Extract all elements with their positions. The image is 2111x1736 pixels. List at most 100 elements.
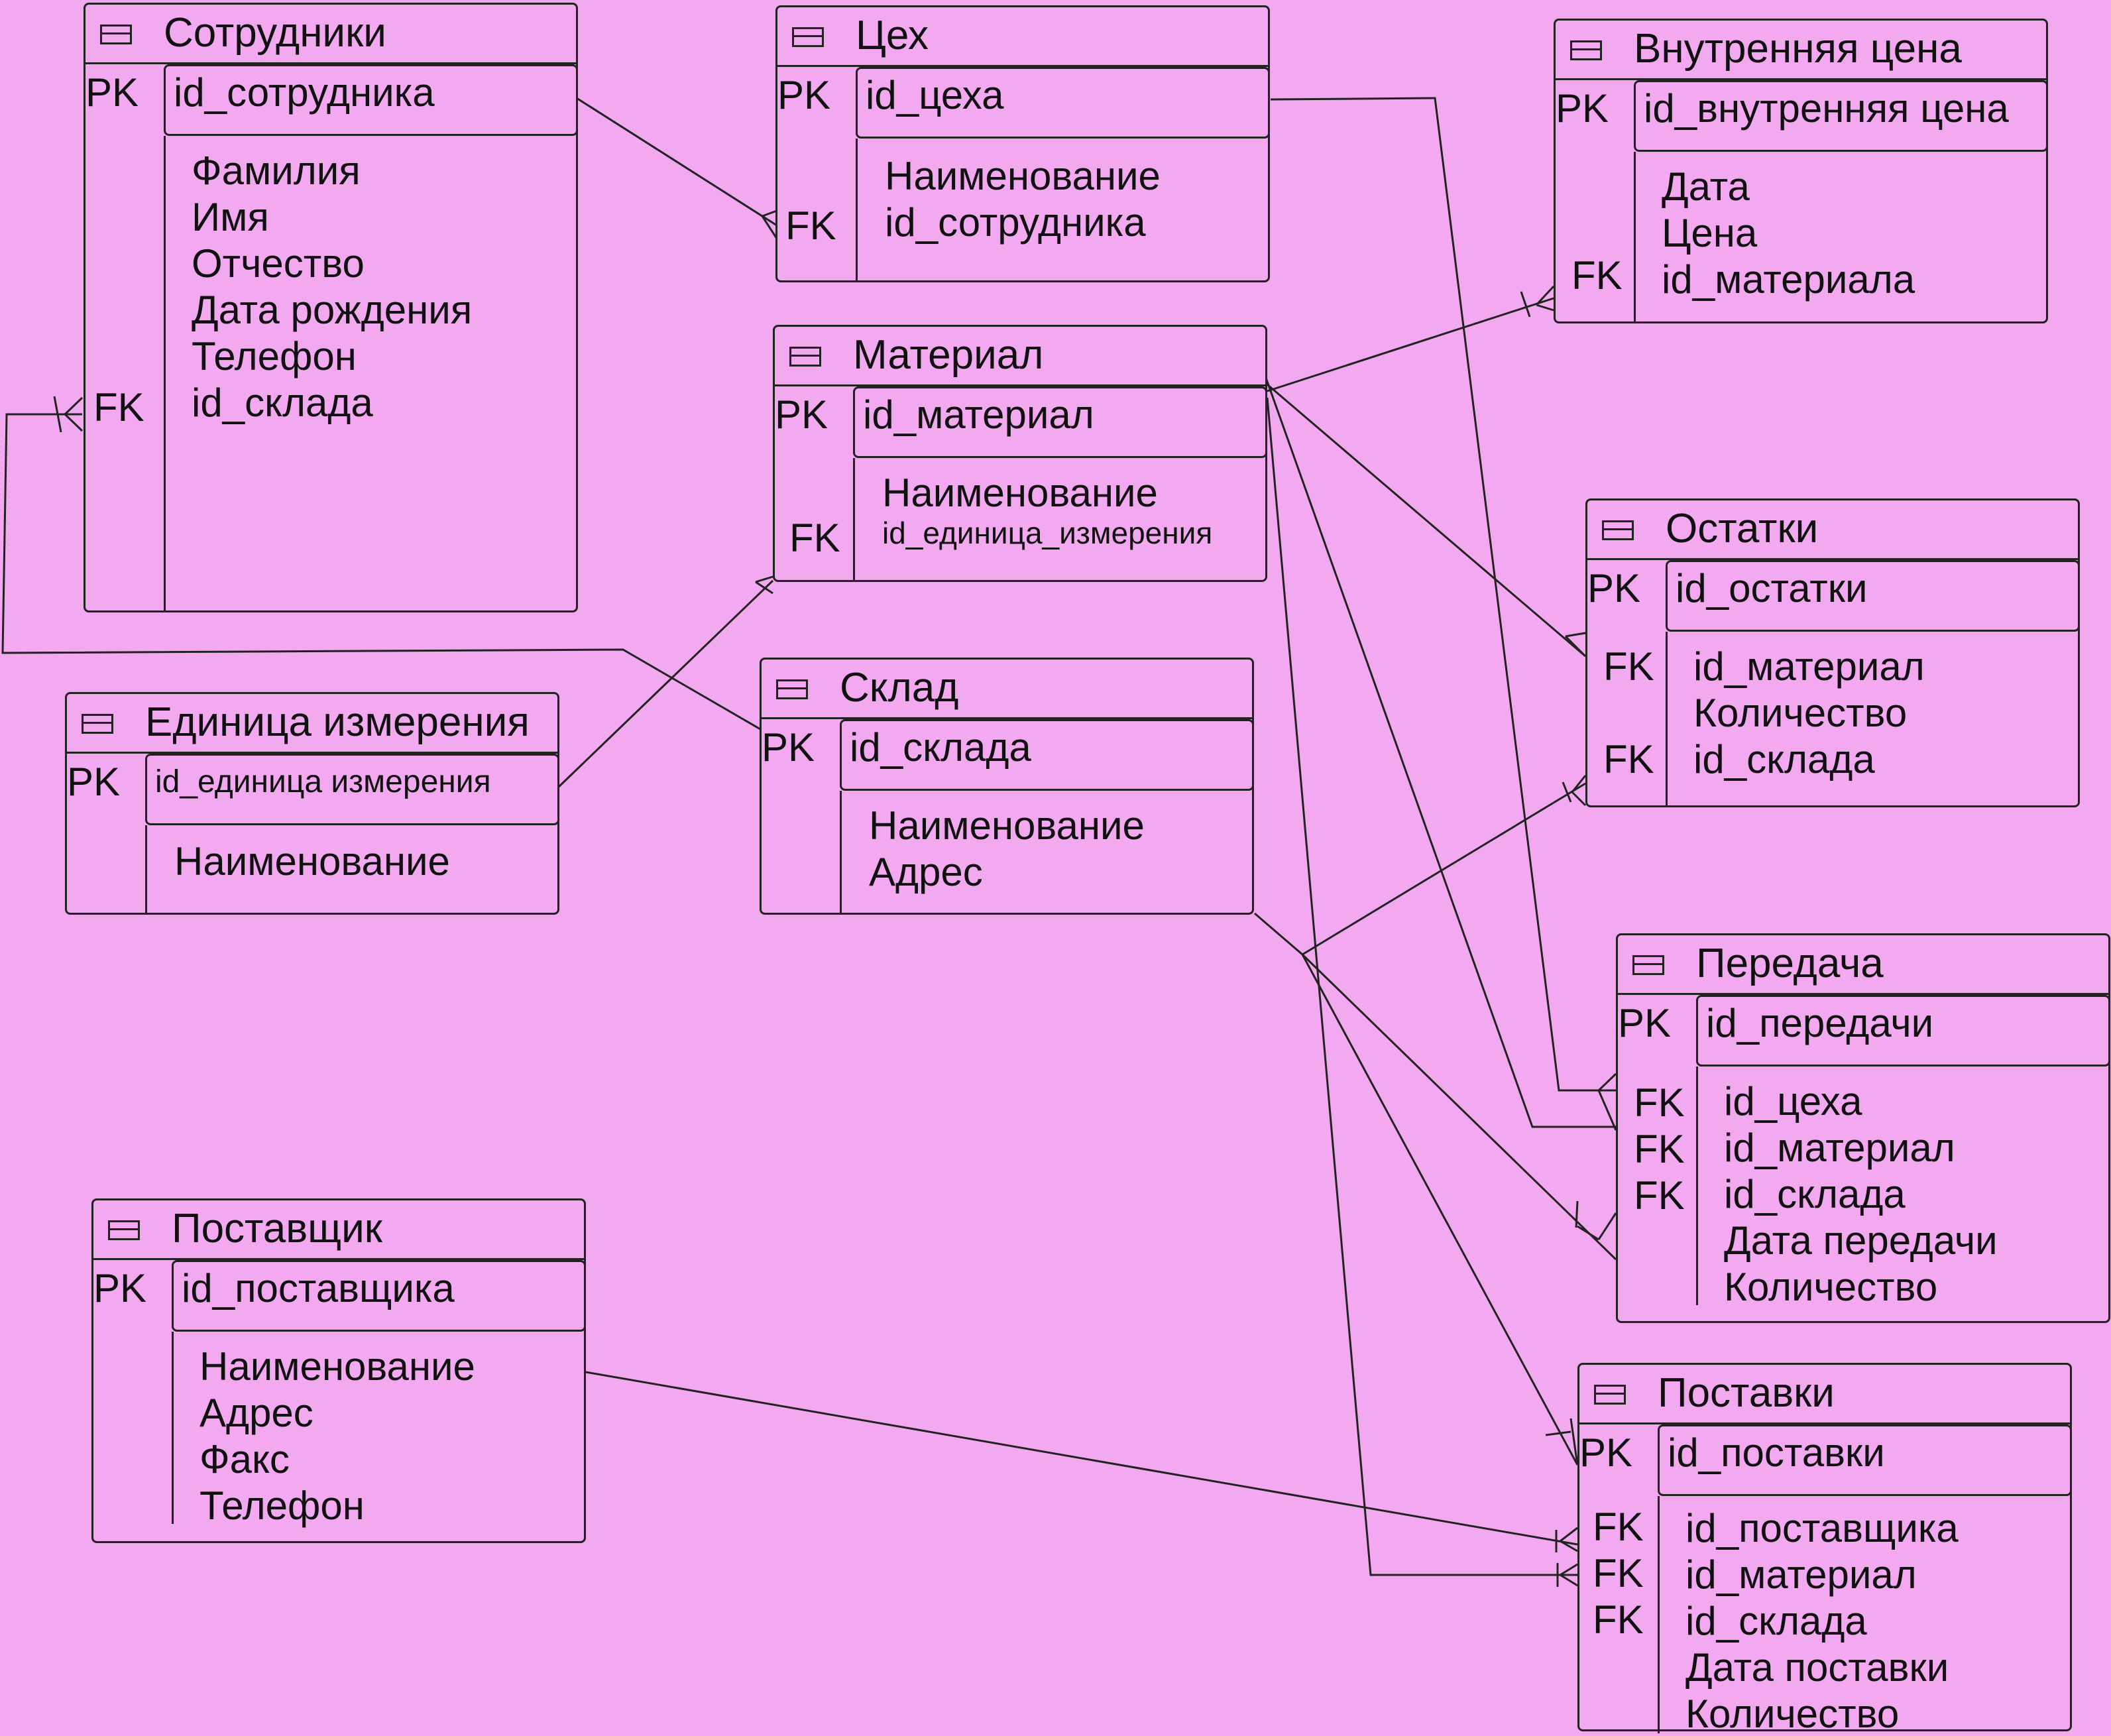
entity-internal-price[interactable]: Внутренняя цена PK id_внутренняя цена FK… xyxy=(1554,19,2048,323)
attribute: id_материала xyxy=(1662,257,1915,302)
pk-label: PK xyxy=(1579,1430,1633,1475)
entity-employees[interactable]: Сотрудники PK id_сотрудника FK Фамилия И… xyxy=(84,3,578,612)
attribute: Дата xyxy=(1662,164,1750,209)
table-icon xyxy=(1602,520,1634,540)
entity-header: Поставщик xyxy=(93,1200,584,1260)
entity-title: Цех xyxy=(856,13,929,58)
attribute: Адрес xyxy=(200,1391,314,1435)
crowfoot xyxy=(1560,1563,1578,1576)
fk-label: FK xyxy=(1634,1127,1685,1171)
pk-box: id_внутренняя цена xyxy=(1634,80,2048,152)
entity-workshop[interactable]: Цех PK id_цеха FK Наименование id_сотруд… xyxy=(775,5,1270,282)
entity-title: Сотрудники xyxy=(164,10,386,56)
attribute: Наименование xyxy=(885,154,1161,198)
attribute: id_материал xyxy=(1693,644,1925,689)
fk-label: FK xyxy=(1571,253,1623,298)
fk-divider xyxy=(840,791,842,915)
link-warehouse-deliveries xyxy=(1301,954,1579,1466)
entity-title: Остатки xyxy=(1666,506,1819,551)
entity-header: Поставки xyxy=(1579,1365,2070,1424)
crowfoot xyxy=(1560,1574,1578,1587)
crowfoot xyxy=(755,575,773,583)
fk-label: FK xyxy=(1603,737,1654,781)
link-material-remains xyxy=(1267,383,1586,658)
crowfoot xyxy=(1545,1430,1571,1436)
attribute: Телефон xyxy=(192,334,357,378)
entity-title: Единица измерения xyxy=(145,699,530,745)
pk-label: PK xyxy=(93,1266,147,1310)
attribute: Факс xyxy=(200,1437,290,1481)
attribute: Фамилия xyxy=(192,148,361,193)
link-supplier-deliveries xyxy=(585,1371,1578,1546)
crowfoot-bar xyxy=(53,396,62,433)
attribute: id_сотрудника xyxy=(885,200,1146,245)
entity-deliveries[interactable]: Поставки PK id_поставки FK FK FK id_пост… xyxy=(1577,1363,2072,1736)
pk-row: PK id_поставки xyxy=(1579,1424,2072,1496)
fk-divider xyxy=(1658,1496,1660,1733)
fk-label: FK xyxy=(789,516,840,560)
crowfoot xyxy=(1560,1527,1578,1542)
link-material-price xyxy=(1267,297,1554,392)
crowfoot xyxy=(1571,791,1587,807)
fk-divider xyxy=(853,458,855,582)
attribute: Наименование xyxy=(200,1344,475,1389)
pk-field: id_передачи xyxy=(1706,1001,1934,1045)
attribute: id_поставщика xyxy=(1685,1506,1959,1550)
fk-label: FK xyxy=(1593,1505,1644,1549)
attribute: Наименование xyxy=(882,471,1158,515)
entity-header: Склад xyxy=(762,660,1252,719)
crowfoot-bar xyxy=(1520,291,1531,318)
crowfoot xyxy=(1597,1072,1617,1092)
pk-row: PK id_склада xyxy=(762,719,1254,791)
entity-material[interactable]: Материал PK id_материал FK Наименование … xyxy=(773,325,1267,582)
crowfoot xyxy=(1560,1540,1578,1552)
pk-box: id_остатки xyxy=(1666,560,2080,632)
link-material-deliveries xyxy=(1266,397,1577,1576)
table-icon xyxy=(1570,40,1602,60)
entity-supplier[interactable]: Поставщик PK id_поставщика Наименование … xyxy=(91,1198,586,1543)
table-icon xyxy=(1632,955,1664,975)
crowfoot-bar xyxy=(1575,1200,1579,1228)
fk-label: FK xyxy=(1603,644,1654,689)
pk-field: id_поставки xyxy=(1668,1430,1885,1475)
fk-label: FK xyxy=(1634,1173,1685,1218)
entity-title: Поставщик xyxy=(172,1206,382,1251)
entity-header: Цех xyxy=(777,7,1268,67)
fk-divider xyxy=(145,825,147,915)
crowfoot xyxy=(1577,1225,1599,1241)
entity-warehouse[interactable]: Склад PK id_склада Наименование Адрес xyxy=(760,658,1254,915)
fk-divider xyxy=(164,136,166,610)
pk-box: id_поставки xyxy=(1658,1424,2072,1496)
table-icon xyxy=(82,714,113,734)
pk-row: PK id_внутренняя цена xyxy=(1556,80,2048,152)
crowfoot xyxy=(64,413,84,432)
pk-field: id_внутренняя цена xyxy=(1644,86,2009,131)
entity-remains[interactable]: Остатки PK id_остатки FK FK id_материал … xyxy=(1585,498,2080,807)
attribute: Количество xyxy=(1724,1265,1938,1309)
entity-title: Передача xyxy=(1696,941,1884,986)
fk-divider xyxy=(856,139,858,282)
entity-unit[interactable]: Единица измерения PK id_единица измерени… xyxy=(65,692,559,915)
attribute: Количество xyxy=(1693,691,1908,735)
attribute: Дата передачи xyxy=(1724,1218,1998,1263)
pk-row: PK id_цеха xyxy=(777,67,1270,139)
pk-row: PK id_единица измерения xyxy=(67,754,559,825)
pk-box: id_единица измерения xyxy=(145,754,559,825)
attribute: id_склада xyxy=(192,380,373,425)
entity-header: Передача xyxy=(1618,935,2108,995)
crowfoot xyxy=(1565,632,1586,638)
entity-header: Остатки xyxy=(1587,500,2078,560)
fk-label: FK xyxy=(1593,1597,1644,1642)
attribute: Дата рождения xyxy=(192,288,473,332)
entity-transfer[interactable]: Передача PK id_передачи FK FK FK id_цеха… xyxy=(1616,933,2110,1323)
pk-label: PK xyxy=(1587,566,1641,610)
attribute: Адрес xyxy=(869,850,983,894)
crowfoot xyxy=(1569,1418,1579,1466)
entity-header: Сотрудники xyxy=(86,5,576,64)
attribute: id_цеха xyxy=(1724,1079,1862,1124)
crowfoot xyxy=(1571,775,1587,793)
fk-label: FK xyxy=(93,385,144,430)
entity-header: Материал xyxy=(775,327,1265,386)
pk-label: PK xyxy=(762,725,815,770)
